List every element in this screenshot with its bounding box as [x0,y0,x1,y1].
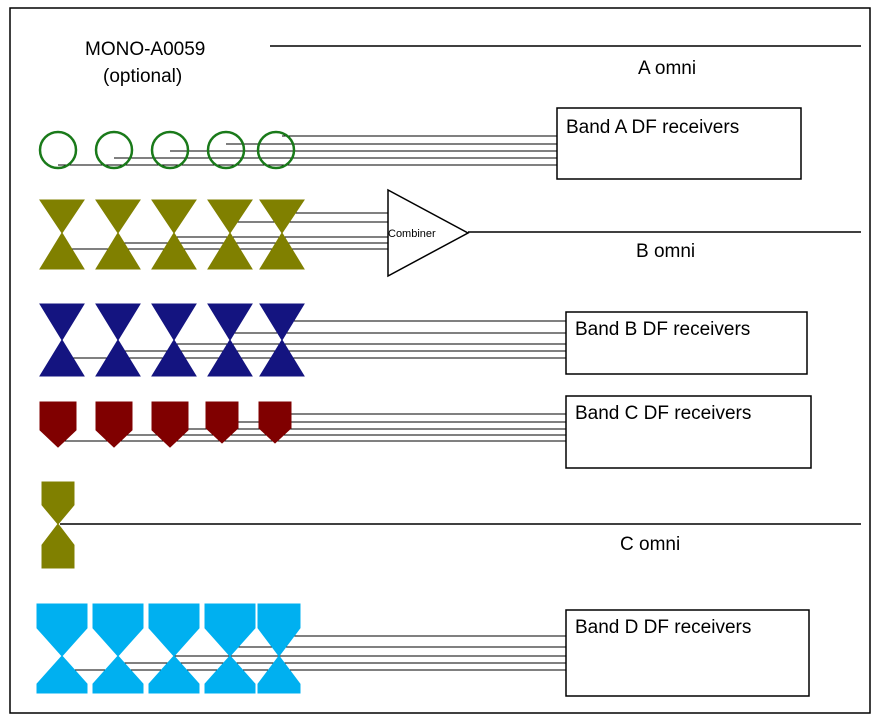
band-b-olive-antennas [39,199,305,270]
bowtie-antenna-icon [151,303,197,377]
band-b-receiver-label: Band B DF receivers [575,319,750,340]
b-omni-label: B omni [636,241,695,262]
hourglass-antenna-icon [36,603,88,694]
circle-antenna-icon [94,130,134,170]
band-b-navy-antennas [39,303,305,377]
band-d-feedlines [62,635,566,671]
band-c-receiver-box [565,395,812,469]
band-a-receiver-label: Band A DF receivers [566,117,739,138]
pentagon-antenna-icon [258,401,292,444]
band-a-feedlines [58,135,557,166]
bowtie-antenna-icon [151,199,197,270]
pentagon-antenna-icon [39,401,77,448]
circle-antenna-icon [150,130,190,170]
combiner-label: Combiner [388,228,436,240]
bowtie-antenna-icon [39,303,85,377]
mono-label: MONO-A0059 [85,39,205,60]
circle-antenna-icon [206,130,246,170]
band-d-receiver-box [565,609,810,697]
band-a-antennas [38,130,296,170]
bowtie-antenna-icon [95,303,141,377]
hourglass-antenna-icon [257,603,301,694]
pentagon-antenna-icon [205,401,239,444]
band-d-antennas [36,603,301,694]
band-b-receiver-box [565,311,808,375]
band-c-antennas [39,401,292,448]
circle-antenna-icon [38,130,78,170]
bowtie-antenna-icon [259,303,305,377]
bowtie-antenna-icon [259,199,305,270]
bowtie-antenna-icon [95,199,141,270]
pentagon-antenna-icon [95,401,133,448]
hourglass-antenna-icon [204,603,256,694]
band-d-receiver-label: Band D DF receivers [575,617,751,638]
bowtie-antenna-icon [207,303,253,377]
hourglass-antenna-icon [148,603,200,694]
bowtie-antenna-icon [207,199,253,270]
bowtie-antenna-icon [39,199,85,270]
combiner-triangle [387,188,470,278]
circle-antenna-icon [256,130,296,170]
c-omni-antenna-icon [41,481,75,569]
band-c-receiver-label: Band C DF receivers [575,403,751,424]
hourglass-antenna-icon [92,603,144,694]
c-omni-label: C omni [620,534,680,555]
pentagon-antenna-icon [151,401,189,448]
band-a-receiver-box [556,107,802,180]
a-omni-label: A omni [638,58,696,79]
optional-label: (optional) [103,66,182,87]
